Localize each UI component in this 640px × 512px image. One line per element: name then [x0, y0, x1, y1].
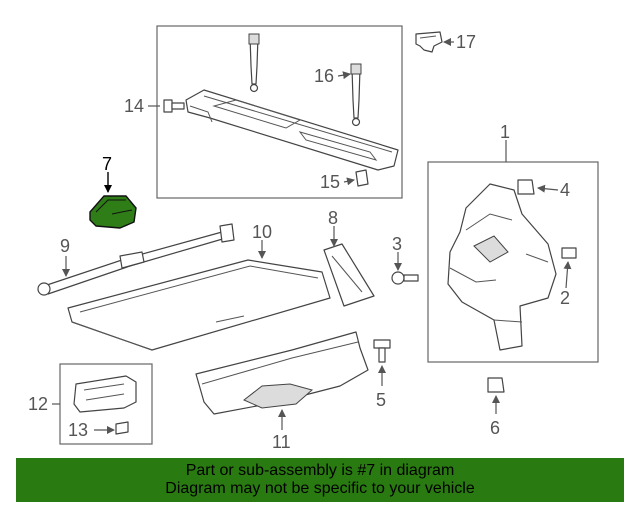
callout-4: 4 [560, 180, 570, 200]
sill-plate-part-11 [195, 331, 369, 415]
floor-panel-part-10 [67, 259, 331, 351]
callout-10: 10 [252, 222, 272, 242]
callout-17: 17 [456, 32, 476, 52]
callout-12: 12 [28, 394, 48, 414]
callout-2: 2 [560, 288, 570, 308]
package-tray-inset [156, 25, 403, 199]
callout-5: 5 [376, 390, 386, 410]
latch-inset [59, 363, 153, 445]
callout-11: 11 [272, 432, 291, 452]
callout-15: 15 [320, 172, 340, 192]
diagram-notice-banner: Part or sub-assembly is #7 in diagram Di… [16, 458, 624, 502]
tonneau-rod-part-9 [37, 223, 235, 296]
callout-3: 3 [392, 234, 402, 254]
part-7-highlighted [89, 195, 137, 229]
callout-9: 9 [60, 236, 70, 256]
callout-7: 7 [102, 154, 112, 174]
bolt-part-3 [391, 271, 419, 285]
notice-line-2: Diagram may not be specific to your vehi… [165, 480, 475, 497]
clip-part-6 [487, 377, 505, 393]
callout-8: 8 [328, 208, 338, 228]
parts-diagram: 1 2 3 4 5 6 7 8 9 10 11 12 13 14 15 16 1… [28, 25, 599, 452]
callout-16: 16 [314, 66, 334, 86]
callout-1: 1 [500, 122, 510, 142]
bracket-part-17 [415, 31, 443, 53]
callout-14: 14 [124, 96, 144, 116]
callout-6: 6 [490, 418, 500, 438]
trim-panel-part-8 [323, 243, 375, 307]
quarter-trim-inset [427, 161, 599, 363]
callout-13: 13 [68, 420, 88, 440]
screw-part-5 [373, 339, 391, 363]
notice-line-1: Part or sub-assembly is #7 in diagram [185, 462, 455, 479]
